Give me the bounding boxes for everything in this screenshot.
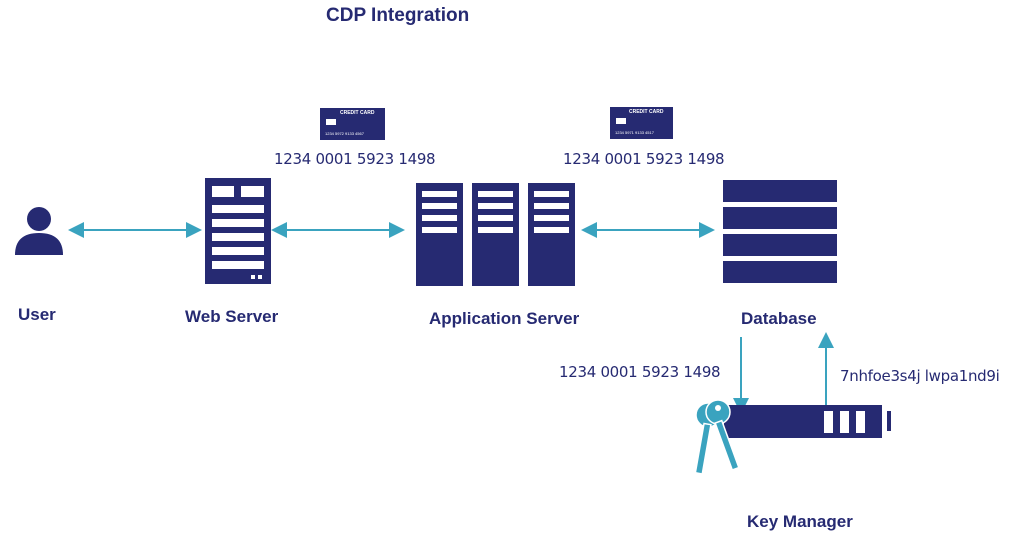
credit-card-header: CREDIT CARD [340, 110, 375, 116]
user-label: User [18, 305, 56, 324]
credit-card-2: CREDIT CARD 1234 5971 9133 4517 [610, 107, 673, 139]
user-icon [15, 207, 63, 255]
database-icon [723, 180, 837, 283]
keys-icon [694, 399, 740, 475]
card-caption-2: 1234 0001 5923 1498 [563, 150, 725, 168]
plaintext-to-key-manager: 1234 0001 5923 1498 [559, 363, 721, 381]
application-server-icon [416, 183, 575, 286]
credit-card-1: CREDIT CARD 1234 5972 9133 4567 [320, 108, 385, 140]
web-server-label: Web Server [185, 307, 279, 326]
credit-card-header: CREDIT CARD [629, 109, 664, 115]
token-from-key-manager: 7nhfoe3s4j lwpa1nd9i [840, 367, 1000, 385]
application-server-label: Application Server [429, 309, 580, 328]
key-manager-label: Key Manager [747, 512, 853, 531]
card-chip-icon [326, 119, 336, 125]
credit-card-number: 1234 5971 9133 4517 [615, 130, 654, 135]
key-manager-icon [694, 399, 891, 475]
card-caption-1: 1234 0001 5923 1498 [274, 150, 436, 168]
card-chip-icon [616, 118, 626, 124]
credit-card-number: 1234 5972 9133 4567 [325, 131, 364, 136]
diagram-title: CDP Integration [326, 5, 470, 26]
database-label: Database [741, 309, 817, 328]
web-server-icon [205, 178, 271, 284]
